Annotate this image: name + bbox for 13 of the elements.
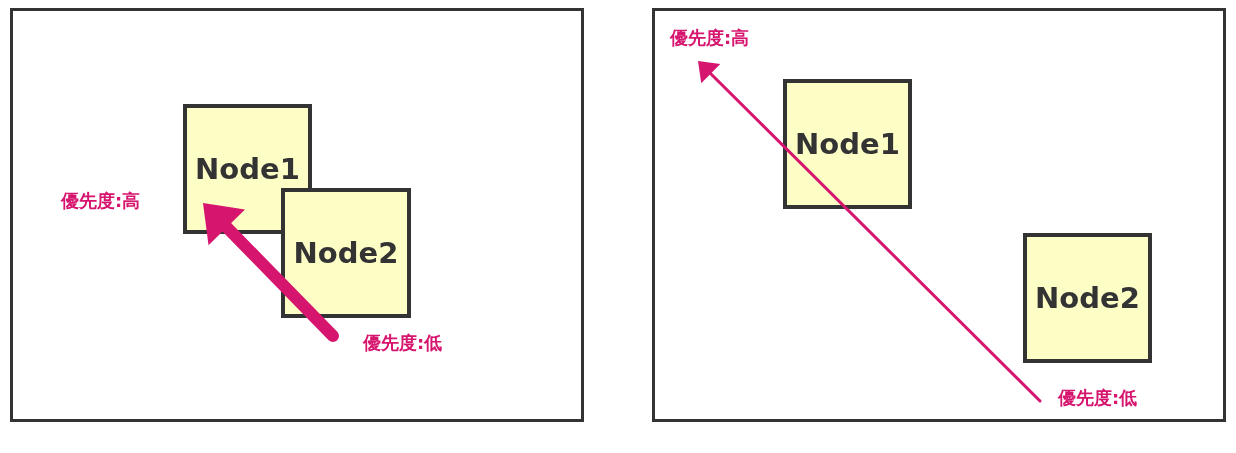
node-label: Node2 [1035,281,1140,315]
panel-frame [652,8,1226,422]
priority-label: 優先度:高 [670,26,750,50]
priority-label: 優先度:高 [61,189,141,213]
node-label: Node1 [195,152,300,186]
node-box [783,79,912,209]
node-box [281,188,411,318]
node-box [1023,233,1152,363]
node-label: Node1 [795,127,900,161]
priority-label: 優先度:低 [1058,386,1138,410]
priority-label: 優先度:低 [363,331,443,355]
node-label: Node2 [293,236,399,270]
panel-frame [10,8,584,422]
